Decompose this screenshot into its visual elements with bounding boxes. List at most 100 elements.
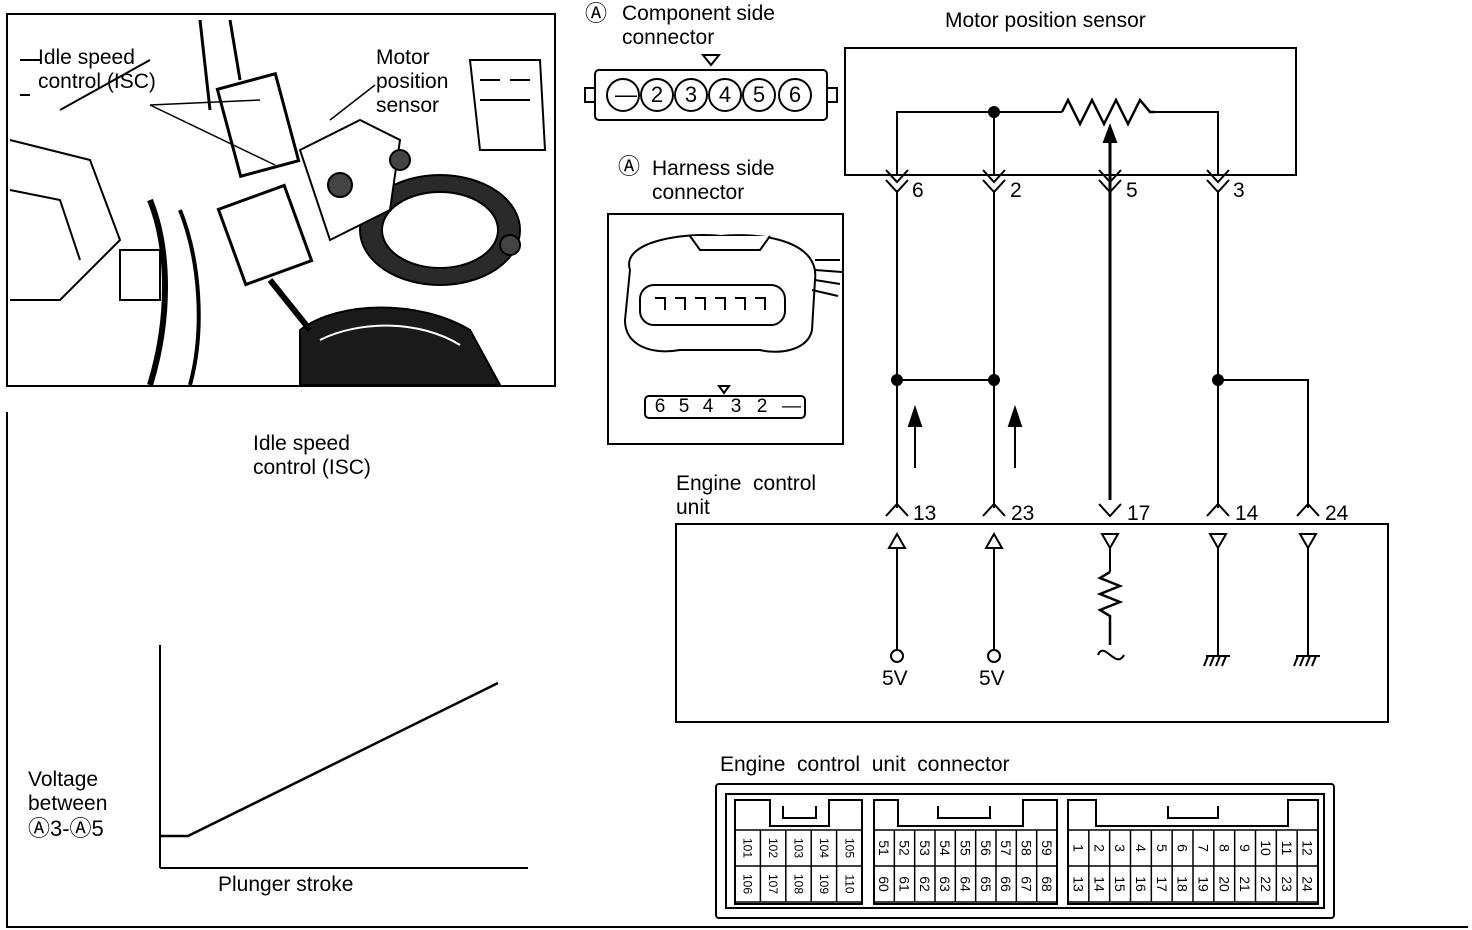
ecu-pin-number: 110: [842, 874, 856, 893]
ecu-pin-number: 53: [917, 840, 933, 856]
voltage-graph: [159, 645, 528, 869]
ecu-box: [675, 523, 1389, 723]
ecu-pin-number: 18: [1175, 876, 1191, 892]
ecu-pin-number: 10: [1258, 840, 1274, 856]
ecu-pin-number: 24: [1300, 876, 1316, 892]
ecu-pin-number: 105: [842, 838, 856, 858]
ecu-pin-label: 14: [1235, 502, 1259, 525]
ecu-pin-number: 58: [1019, 840, 1035, 856]
ecu-pin-number: 14: [1091, 876, 1107, 892]
ecu-pin-label: 13: [913, 502, 937, 525]
component-pin: —: [615, 82, 637, 107]
sensor-pin-label: 6: [912, 179, 924, 202]
component-pin: 3: [684, 82, 698, 107]
ecu-pin-number: 55: [958, 840, 974, 856]
ecu-pin-number: 19: [1195, 876, 1211, 892]
harness-connector-drawing: [607, 213, 844, 445]
ecu-pin-number: 106: [741, 874, 755, 894]
ecu-pin-number: 67: [1019, 876, 1035, 892]
component-connector-drawing: [584, 54, 838, 121]
ecu-pin-number: 13: [1070, 876, 1086, 892]
ecu-pin-number: 4: [1133, 844, 1149, 852]
ecu-pin-number: 1: [1070, 844, 1086, 852]
ecu-pin-number: 108: [792, 874, 806, 894]
schematic-wiring: [675, 47, 1389, 723]
ecu-pin-number: 101: [741, 838, 755, 858]
component-pin: 6: [788, 82, 802, 107]
component-pin: 4: [718, 82, 732, 107]
ecu-connector-title: Engine control unit connector: [720, 753, 1010, 776]
ecu-pin-number: 52: [897, 840, 913, 856]
sensor-potentiometer: [1060, 97, 1155, 127]
engine-photo-sketch: [9, 19, 547, 386]
ecu-pin-label: 23: [1011, 502, 1035, 525]
ecu-pin-number: 7: [1195, 844, 1211, 852]
ecu-label: Engine control unit: [676, 472, 817, 519]
ecu-pin-number: 109: [817, 874, 831, 894]
ecu-pin-number: 22: [1258, 876, 1274, 892]
wiper-arrow: [1102, 123, 1118, 143]
sensor-pin-label: 2: [1010, 179, 1022, 202]
ecu-pin-number: 12: [1300, 840, 1316, 856]
harness-pin: 6: [654, 396, 666, 417]
harness-connector-title: Harness side connector: [652, 157, 775, 204]
component-pin: 5: [752, 82, 766, 107]
ecu-pin-number: 57: [998, 840, 1014, 856]
ecu-pin-number: 8: [1216, 844, 1232, 852]
ecu-pin-number: 21: [1237, 876, 1253, 892]
ecu-pin-number: 5: [1154, 844, 1170, 852]
ecu-pin-number: 59: [1039, 840, 1055, 856]
ecu-pin-number: 65: [978, 876, 994, 892]
component-connector-marker: Ⓐ: [585, 1, 608, 26]
sensor-box: [844, 47, 1297, 176]
ecu-pin-number: 104: [817, 838, 831, 858]
ecu-pin-number: 11: [1279, 841, 1295, 856]
ecu-pin-number: 23: [1279, 876, 1295, 892]
ecu-pin-number: 2: [1091, 844, 1107, 852]
ecu-connector-drawing: [715, 783, 1335, 919]
harness-pin: 4: [702, 396, 714, 417]
ecu-pin-label: 17: [1127, 502, 1151, 525]
sensor-pin-label: 3: [1233, 179, 1245, 202]
harness-connector-marker: Ⓐ: [618, 154, 641, 179]
ecu-pin-number: 56: [978, 840, 994, 856]
ecu-pin-number: 68: [1039, 876, 1055, 892]
harness-pin: 3: [730, 396, 742, 417]
ecu-pin-number: 107: [766, 874, 780, 894]
ecu-pin-number: 3: [1112, 844, 1128, 852]
ecu-pin-label: 24: [1325, 502, 1349, 525]
ecu-pin-number: 16: [1133, 876, 1149, 892]
ecu-pin-number: 102: [766, 838, 780, 858]
ecu-pin-number: 66: [998, 876, 1014, 892]
graph-y-label-pins: Ⓐ3-Ⓐ5: [28, 816, 104, 841]
supply-5v-label: 5V: [979, 667, 1005, 690]
ecu-pin-number: 17: [1154, 876, 1170, 892]
ecu-pin-number: 61: [897, 876, 913, 892]
harness-pin: —: [782, 396, 801, 417]
ecu-pin-number: 62: [917, 876, 933, 892]
ecu-pin-number: 54: [937, 840, 953, 856]
ecu-pin-number: 6: [1175, 844, 1191, 852]
supply-5v-label: 5V: [882, 667, 908, 690]
photo-label-isc: Idle speed control (ISC): [38, 46, 156, 93]
ecu-pin-number: 64: [958, 876, 974, 892]
ecu-pin-number: 60: [876, 876, 892, 892]
graph-y-label: Voltage between: [28, 768, 108, 815]
ecu-pin-number: 15: [1112, 876, 1128, 892]
sensor-pin-label: 5: [1126, 179, 1138, 202]
harness-pin: 5: [678, 396, 690, 417]
ecu-pin-number: 20: [1216, 876, 1232, 892]
ecu-pin-number: 9: [1237, 844, 1253, 852]
sensor-title: Motor position sensor: [945, 9, 1146, 32]
ecu-pin-number: 103: [792, 838, 806, 858]
voltage-curve: [160, 681, 499, 838]
component-connector-title: Component side connector: [622, 2, 775, 49]
photo-label-motor-position-sensor: Motor position sensor: [376, 46, 449, 117]
graph-x-label: Plunger stroke: [218, 873, 354, 896]
ecu-pin-number: 51: [876, 840, 892, 856]
isc-caption: Idle speed control (ISC): [253, 432, 371, 479]
ecu-pin-number: 63: [937, 876, 953, 892]
component-pin: 2: [650, 82, 664, 107]
